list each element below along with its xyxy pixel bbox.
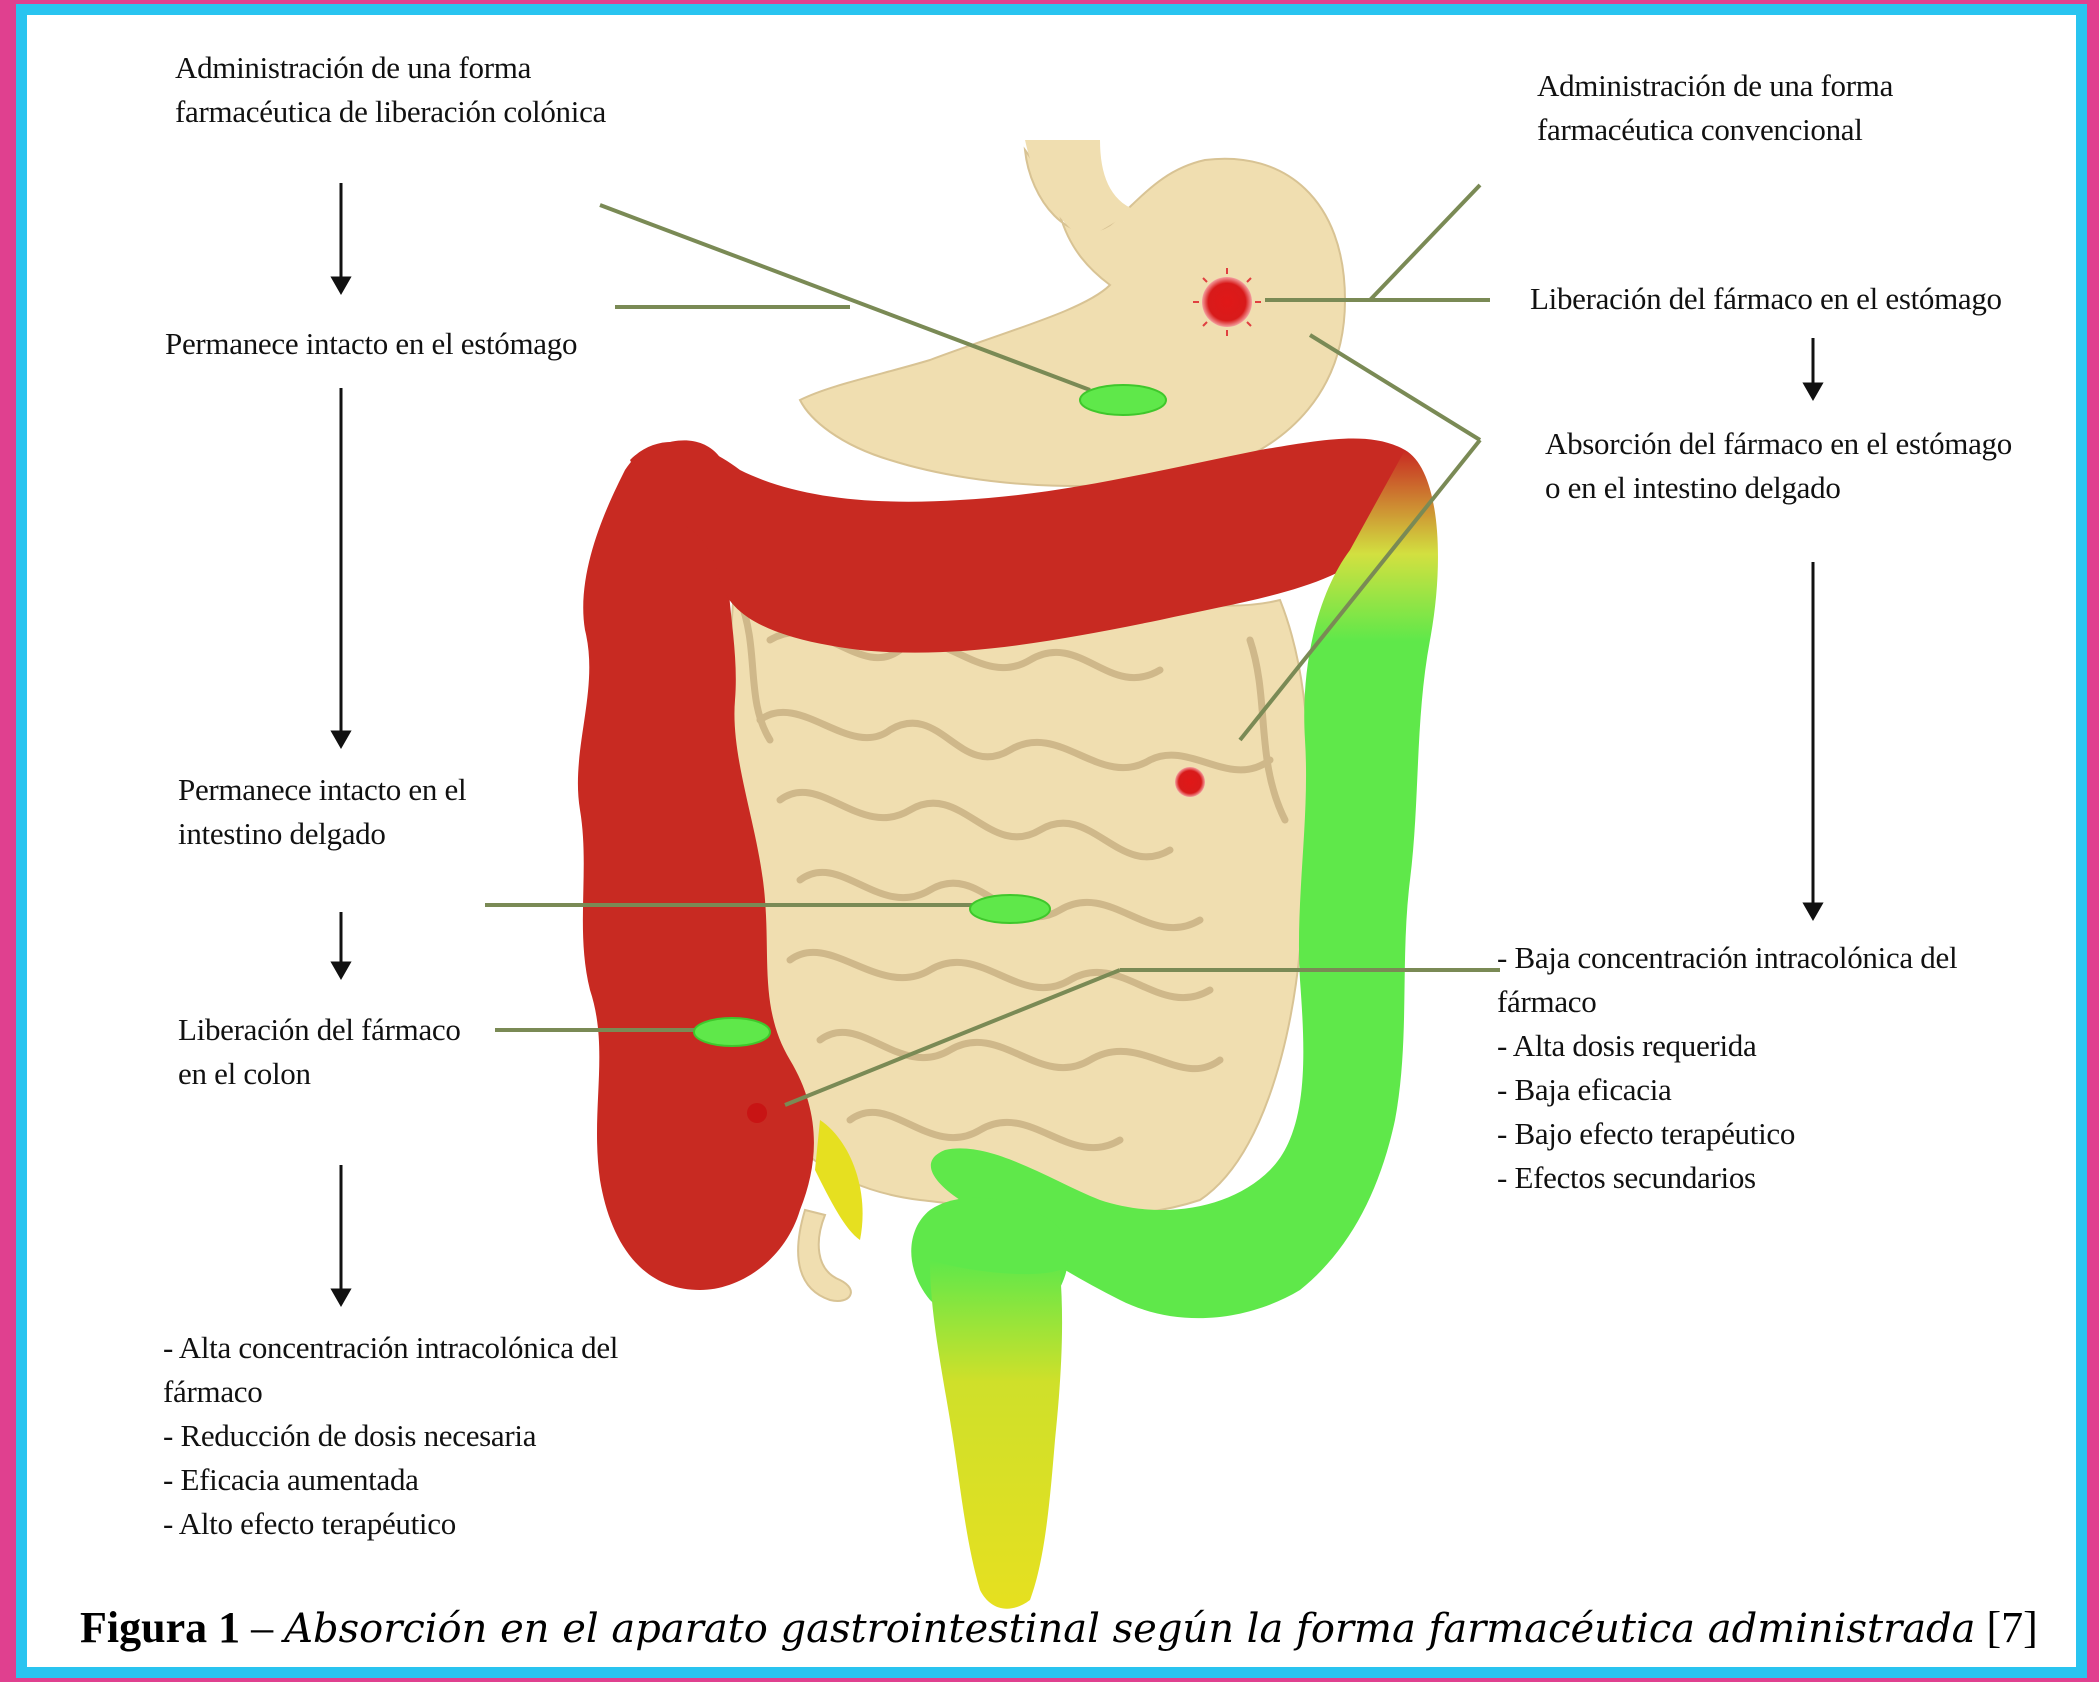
list-item: fármaco	[163, 1370, 618, 1414]
figure-caption: Figura 1 – Absorción en el aparato gastr…	[80, 1602, 2038, 1653]
caption-reference: [7]	[1976, 1603, 2038, 1652]
list-item: - Baja eficacia	[1497, 1068, 1957, 1112]
drug-dot-colon	[747, 1103, 767, 1123]
rectum	[930, 1260, 1062, 1609]
label-line: o en el intestino delgado	[1545, 466, 2012, 510]
caption-dash: –	[240, 1603, 284, 1652]
appendix	[798, 1210, 851, 1301]
label-release-stomach: Liberación del fármaco en el estómago	[1530, 277, 2002, 321]
list-item: - Efectos secundarios	[1497, 1156, 1957, 1200]
label-release-colon: Liberación del fármaco en el colon	[178, 1008, 461, 1096]
list-item: - Alta concentración intracolónica del	[163, 1326, 618, 1370]
label-line: Permanece intacto en el	[178, 768, 466, 812]
figure-label: Figura 1	[80, 1603, 240, 1652]
label-line: Absorción del fármaco en el estómago	[1545, 422, 2012, 466]
label-line: farmacéutica convencional	[1537, 108, 1893, 152]
list-conventional-outcomes: - Baja concentración intracolónica del f…	[1497, 936, 1957, 1200]
caption-title: Absorción en el aparato gastrointestinal…	[284, 1606, 1975, 1652]
label-line: Liberación del fármaco	[178, 1008, 461, 1052]
drug-dot-stomach	[1202, 277, 1252, 327]
list-item: - Alta dosis requerida	[1497, 1024, 1957, 1068]
label-intact-small-intestine: Permanece intacto en el intestino delgad…	[178, 768, 466, 856]
list-item: fármaco	[1497, 980, 1957, 1024]
list-item: - Reducción de dosis necesaria	[163, 1414, 618, 1458]
label-line: intestino delgado	[178, 812, 466, 856]
label-absorption: Absorción del fármaco en el estómago o e…	[1545, 422, 2012, 510]
label-line: Liberación del fármaco en el estómago	[1530, 277, 2002, 321]
label-conventional-administration: Administración de una forma farmacéutica…	[1537, 64, 1893, 152]
capsule-colon	[694, 1018, 770, 1046]
list-item: - Eficacia aumentada	[163, 1458, 618, 1502]
list-item: - Alto efecto terapéutico	[163, 1502, 618, 1546]
label-line: Permanece intacto en el estómago	[165, 322, 577, 366]
list-item: - Bajo efecto terapéutico	[1497, 1112, 1957, 1156]
label-colonic-administration: Administración de una forma farmacéutica…	[175, 46, 606, 134]
label-line: Administración de una forma	[1537, 64, 1893, 108]
drug-dot-small-intestine	[1175, 767, 1205, 797]
label-line: Administración de una forma	[175, 46, 606, 90]
label-intact-stomach: Permanece intacto en el estómago	[165, 322, 577, 366]
list-colonic-outcomes: - Alta concentración intracolónica del f…	[163, 1326, 618, 1546]
capsule-small-intestine	[970, 895, 1050, 923]
label-line: farmacéutica de liberación colónica	[175, 90, 606, 134]
capsule-stomach	[1080, 385, 1166, 415]
list-item: - Baja concentración intracolónica del	[1497, 936, 1957, 980]
label-line: en el colon	[178, 1052, 461, 1096]
